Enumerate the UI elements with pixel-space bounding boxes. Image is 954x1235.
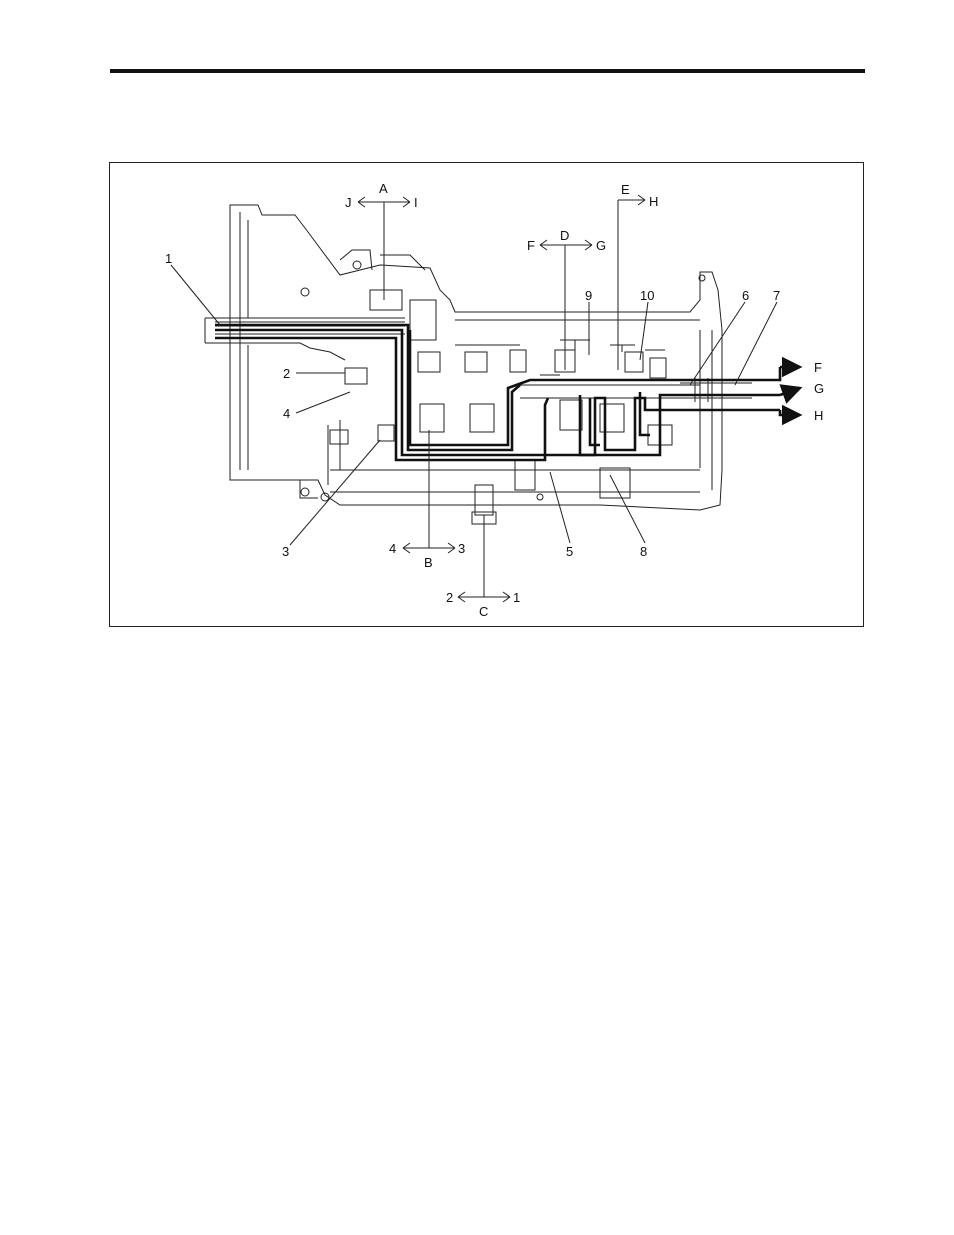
- callout-2: 2: [283, 366, 290, 381]
- output-h-label: H: [814, 408, 823, 423]
- callout-4: 4: [283, 406, 290, 421]
- selector-d-label: D: [560, 228, 569, 243]
- selector-e-right: H: [649, 194, 658, 209]
- callout-10: 10: [640, 288, 654, 303]
- callout-5: 5: [566, 544, 573, 559]
- selector-b-label: B: [424, 555, 433, 570]
- output-labels: F G H: [814, 360, 824, 423]
- callout-3: 3: [282, 544, 289, 559]
- selector-d-left: F: [527, 238, 535, 253]
- selector-c-label: C: [479, 604, 488, 619]
- selector-e-label: E: [621, 182, 630, 197]
- selector-d-right: G: [596, 238, 606, 253]
- transmission-housing: [230, 205, 722, 524]
- output-arrows: [780, 367, 800, 415]
- selector-c-left: 2: [446, 590, 453, 605]
- callout-labels: 1 2 4 3 5 8 9 10 6 7: [165, 251, 780, 559]
- callout-9: 9: [585, 288, 592, 303]
- callout-6: 6: [742, 288, 749, 303]
- callout-7: 7: [773, 288, 780, 303]
- callout-1: 1: [165, 251, 172, 266]
- output-g-label: G: [814, 381, 824, 396]
- selector-b-left: 4: [389, 541, 396, 556]
- callout-leaders: [171, 265, 777, 545]
- selector-a-left: J: [345, 195, 352, 210]
- selector-a-right: I: [414, 195, 418, 210]
- selector-b-right: 3: [458, 541, 465, 556]
- output-f-label: F: [814, 360, 822, 375]
- callout-8: 8: [640, 544, 647, 559]
- selector-a-label: A: [379, 181, 388, 196]
- output-shaft: [680, 378, 752, 402]
- selector-labels: A J I D F G E H 4 3 B 2 1 C: [345, 181, 658, 619]
- selector-c-right: 1: [513, 590, 520, 605]
